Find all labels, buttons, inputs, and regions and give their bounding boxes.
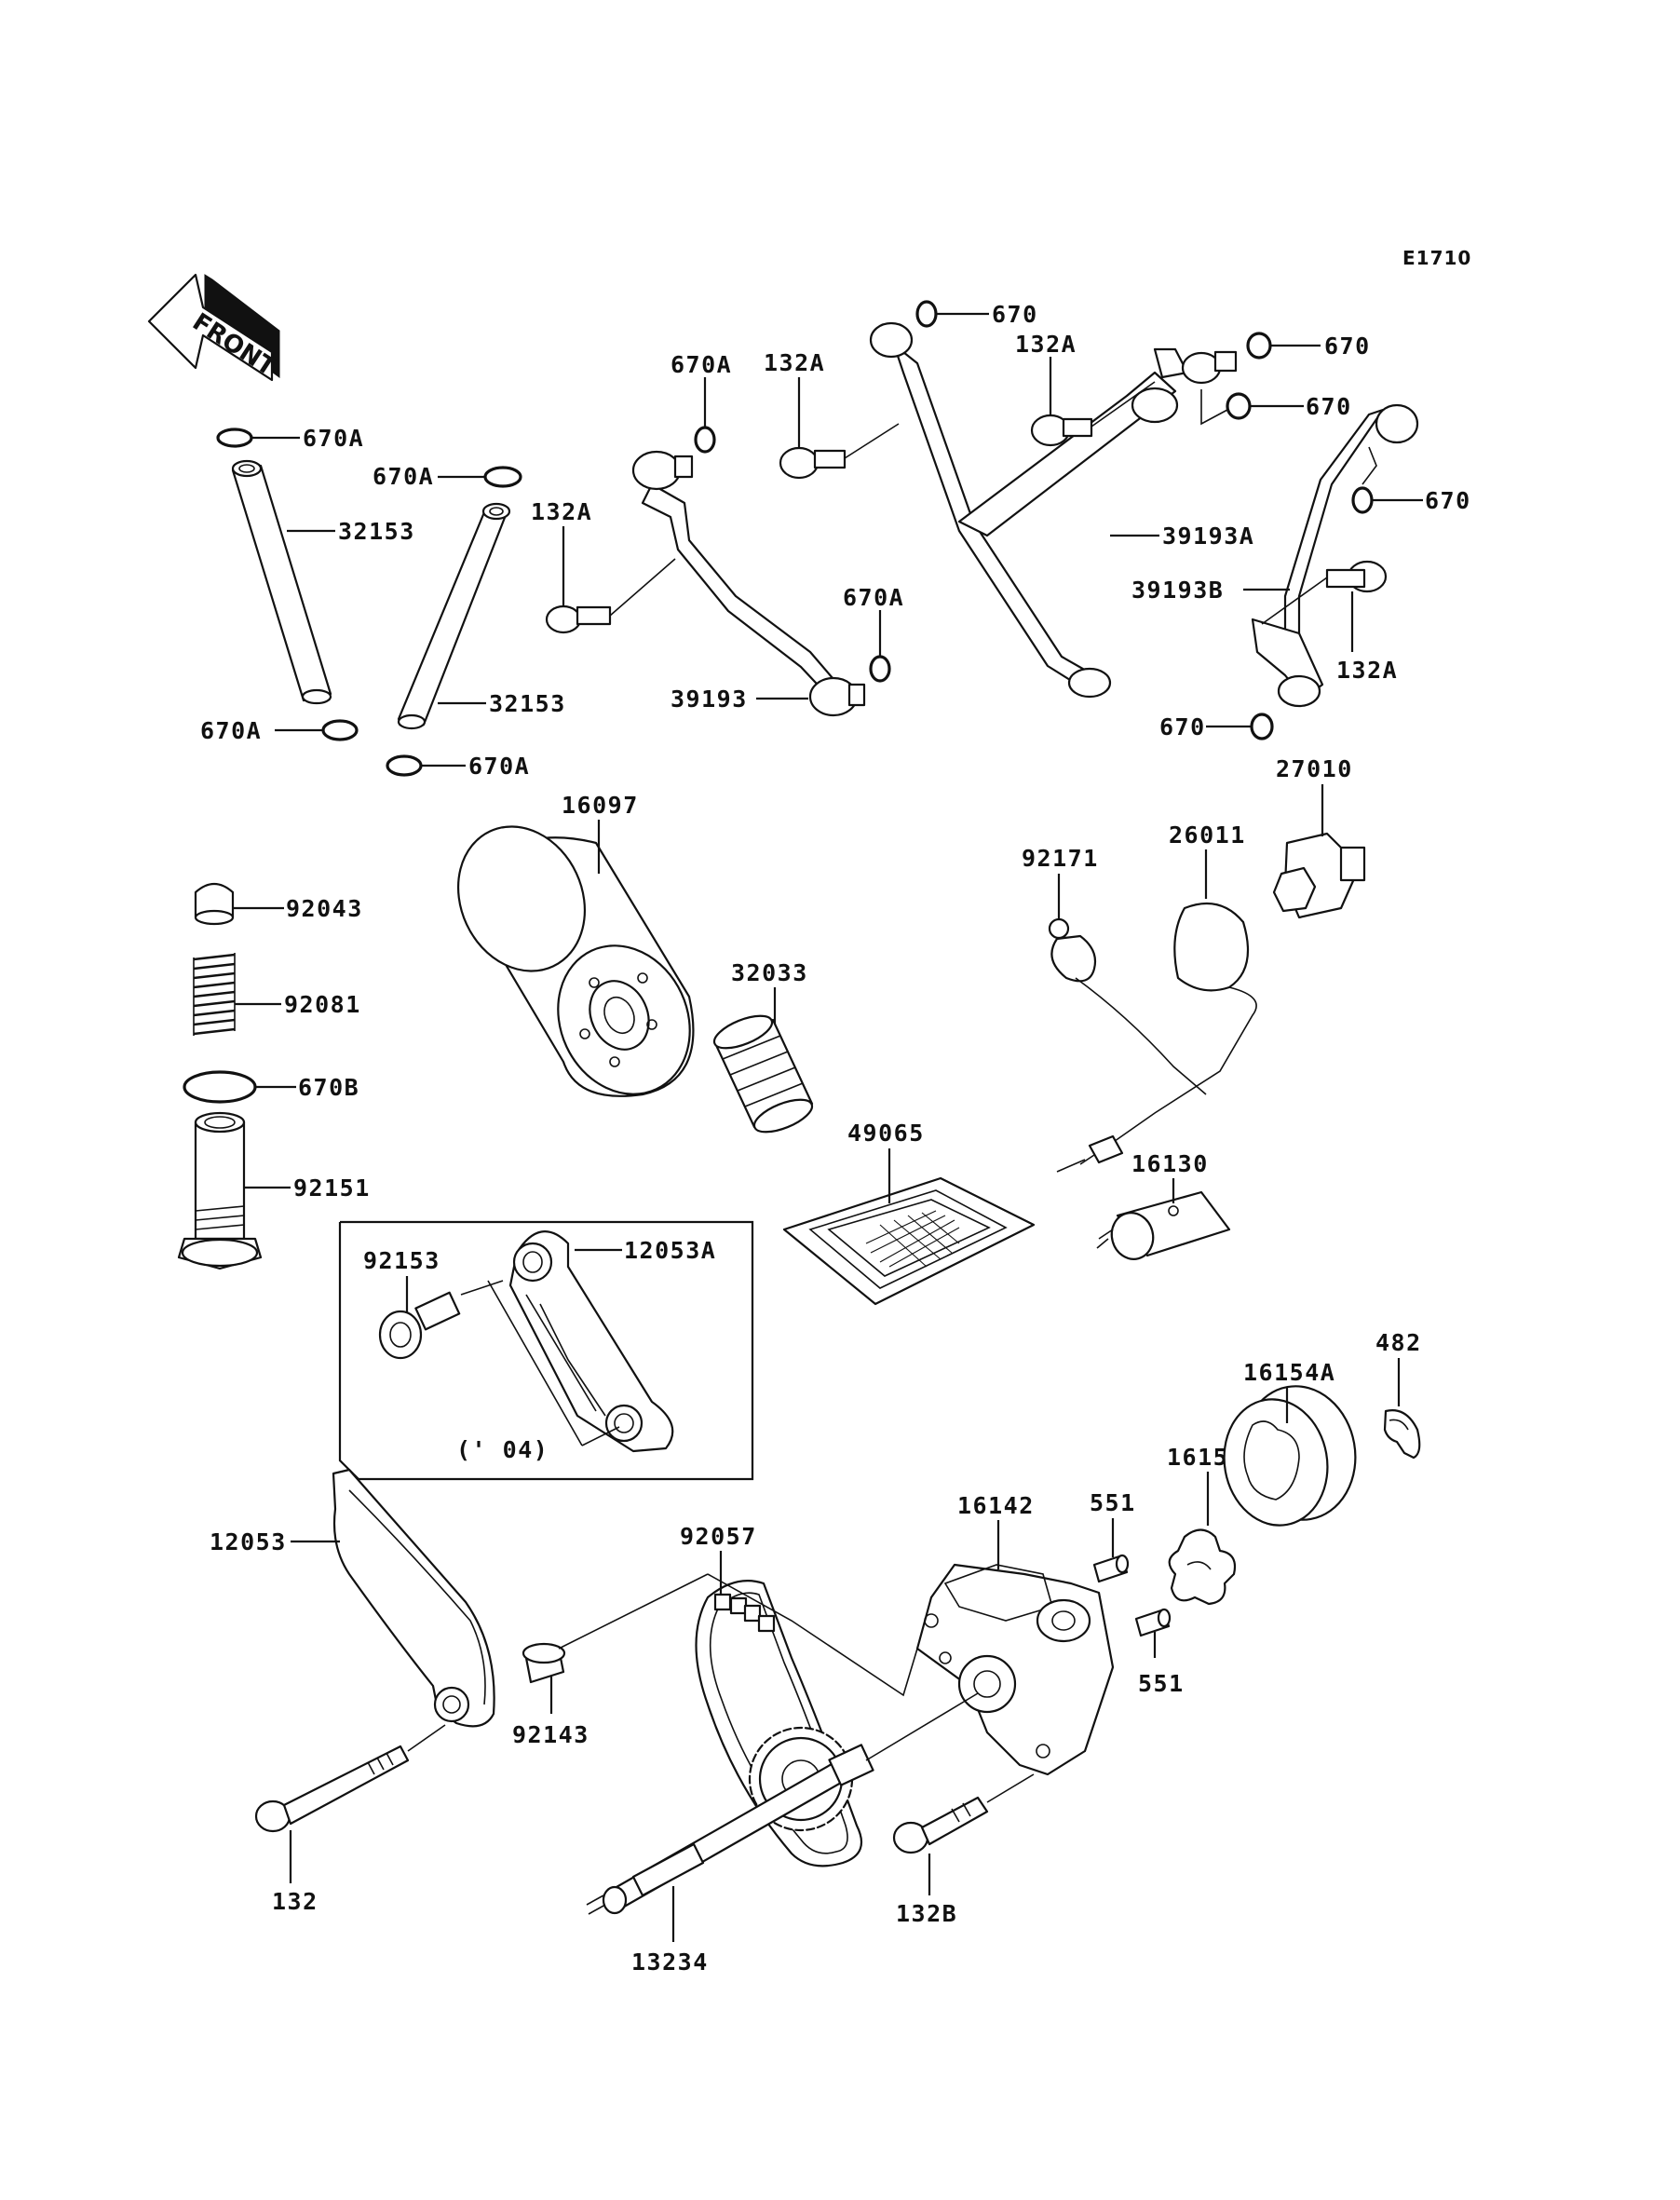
oil-pipe-32153-b[interactable] [397, 502, 511, 730]
o-ring-670a[interactable] [321, 719, 359, 741]
label-32153: 32153 [338, 518, 415, 545]
oil-pipe-39193a[interactable] [869, 321, 1179, 699]
front-arrow-icon: FRONT [147, 273, 280, 382]
label-32033: 32033 [731, 959, 808, 986]
label-32153: 32153 [489, 690, 566, 717]
bolt-132b[interactable] [892, 1773, 1035, 1854]
label-12053: 12053 [210, 1528, 287, 1555]
circlip-482[interactable] [1383, 1409, 1421, 1460]
bolt-92153[interactable] [378, 1291, 461, 1360]
chain-guide-12053[interactable] [332, 1468, 495, 1728]
label-16130: 16130 [1131, 1150, 1209, 1177]
bolt-132a[interactable] [1261, 560, 1388, 625]
sprocket-shaft-13234[interactable] [586, 1726, 874, 1915]
label-92057: 92057 [680, 1523, 757, 1550]
label-13234: 13234 [631, 1949, 709, 1976]
label-670: 670 [1306, 393, 1352, 420]
label-16097: 16097 [562, 792, 639, 819]
spring-92081[interactable] [193, 953, 236, 1036]
oil-pressure-switch-27010[interactable] [1272, 832, 1366, 919]
label-39193: 39193 [671, 686, 748, 713]
label-16154a: 16154A [1243, 1359, 1335, 1386]
inset-note-2004: (' 04) [456, 1436, 549, 1463]
label-132a: 132A [531, 498, 592, 525]
o-ring-670[interactable] [1351, 486, 1374, 514]
label-26011: 26011 [1169, 822, 1246, 849]
label-92171: 92171 [1022, 845, 1099, 872]
label-670a: 670A [468, 753, 530, 780]
label-670: 670 [992, 301, 1038, 328]
o-ring-670[interactable] [915, 300, 938, 328]
switch-cover-26011[interactable] [1056, 902, 1257, 1173]
o-ring-670a[interactable] [869, 655, 891, 683]
label-670a: 670A [843, 584, 904, 611]
label-92043: 92043 [286, 895, 363, 922]
bolt-132a[interactable] [1030, 381, 1156, 447]
inset-box-2004 [338, 1220, 754, 1481]
label-132: 132 [272, 1888, 318, 1915]
dowel-pin-551[interactable] [1092, 1554, 1130, 1583]
label-39193a: 39193A [1162, 523, 1254, 550]
relief-valve-92151[interactable] [177, 1111, 263, 1270]
label-670a: 670A [671, 351, 732, 378]
diagram-code: E1710 [1402, 247, 1471, 269]
label-39193b: 39193B [1131, 577, 1224, 604]
label-670: 670 [1425, 487, 1471, 514]
label-92153: 92153 [363, 1247, 440, 1274]
label-132a: 132A [764, 349, 825, 376]
label-670a: 670A [303, 425, 364, 452]
o-ring-670[interactable] [1250, 713, 1274, 740]
o-ring-670[interactable] [1246, 332, 1272, 360]
label-670b: 670B [298, 1074, 359, 1101]
o-ring-670b[interactable] [183, 1070, 257, 1104]
oil-pump-body-16142[interactable] [707, 1563, 1115, 1776]
oil-pipe-32153-a[interactable] [231, 459, 332, 705]
label-670a: 670A [200, 717, 262, 744]
bolt-132a[interactable] [545, 558, 676, 634]
fitting-16130[interactable] [1096, 1190, 1231, 1264]
label-16142: 16142 [957, 1492, 1035, 1519]
guide-12053a[interactable] [460, 1230, 674, 1453]
oil-screen-32033[interactable] [711, 1010, 817, 1139]
o-ring-670a[interactable] [483, 466, 522, 488]
oil-strainer-49065[interactable] [782, 1176, 1036, 1306]
clamp-92171[interactable] [1048, 917, 1207, 1095]
oil-filter-16097[interactable] [435, 806, 713, 1116]
label-92151: 92151 [293, 1175, 371, 1202]
label-27010: 27010 [1276, 755, 1353, 782]
cap-92043[interactable] [194, 882, 235, 926]
bolt-132a[interactable] [779, 423, 900, 480]
label-132a: 132A [1015, 331, 1077, 358]
label-551: 551 [1090, 1489, 1136, 1516]
label-132b: 132B [896, 1900, 957, 1927]
o-ring-670a[interactable] [694, 426, 716, 454]
label-482: 482 [1375, 1329, 1422, 1356]
oil-pipe-39193b[interactable] [1251, 403, 1419, 708]
label-670: 670 [1159, 713, 1206, 740]
label-92143: 92143 [512, 1721, 589, 1748]
inner-rotor-16154[interactable] [1168, 1528, 1237, 1606]
o-ring-670a[interactable] [386, 754, 423, 777]
label-49065: 49065 [847, 1120, 925, 1147]
label-92081: 92081 [284, 991, 361, 1018]
outer-rotor-16154a[interactable] [1214, 1378, 1366, 1534]
label-132a: 132A [1336, 657, 1398, 684]
bolt-132[interactable] [254, 1724, 446, 1833]
o-ring-670a[interactable] [216, 428, 253, 448]
oil-pipe-39193[interactable] [631, 450, 866, 717]
label-551: 551 [1138, 1670, 1185, 1697]
banjo-fitting[interactable] [1153, 347, 1238, 385]
collar-92143[interactable] [522, 1573, 709, 1684]
label-12053a: 12053A [624, 1237, 716, 1264]
label-670: 670 [1324, 333, 1371, 360]
label-670a: 670A [373, 463, 434, 490]
o-ring-670[interactable] [1226, 392, 1252, 420]
dowel-pin-551[interactable] [1134, 1608, 1172, 1637]
